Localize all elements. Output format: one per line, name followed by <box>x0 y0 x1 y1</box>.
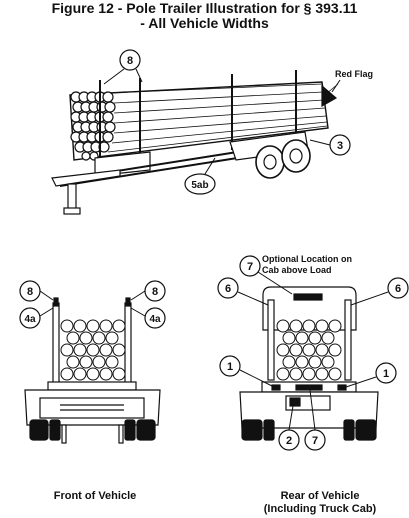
figure-subtitle: - All Vehicle Widths <box>140 15 269 31</box>
callout-5ab-label: 5ab <box>191 180 208 191</box>
rear-callout-7-top: 7 <box>247 261 253 273</box>
rear-view <box>239 286 379 441</box>
optional-location-line2: Cab above Load <box>262 265 332 275</box>
rear-callout-7-bottom: 7 <box>312 435 318 447</box>
rear-callouts: 7 Optional Location on Cab above Load 6 … <box>217 254 409 451</box>
rear-callout-2: 2 <box>286 435 292 447</box>
red-flag-label: Red Flag <box>335 69 373 79</box>
front-callouts: 8 4a 8 4a <box>19 280 166 329</box>
pole-ends <box>70 91 116 161</box>
optional-location-line1: Optional Location on <box>262 254 352 264</box>
rear-callout-6-left: 6 <box>225 283 231 295</box>
caption-front-of-vehicle: Front of Vehicle <box>53 490 137 502</box>
callout-5ab: 5ab <box>184 157 216 195</box>
rear-callout-1-right: 1 <box>383 368 389 380</box>
figure-title: Figure 12 - Pole Trailer Illustration fo… <box>51 0 358 16</box>
caption-rear-line1: Rear of Vehicle <box>280 490 360 502</box>
rear-callout-6-right: 6 <box>395 283 401 295</box>
callout-3-label: 3 <box>337 140 343 152</box>
front-callout-8-right: 8 <box>152 286 158 298</box>
trailer-3d-view <box>51 70 339 215</box>
callout-8-top-label: 8 <box>127 55 133 67</box>
front-view <box>24 297 161 444</box>
caption-rear-line2: (Including Truck Cab) <box>263 503 377 515</box>
front-callout-4a-left: 4a <box>24 314 36 325</box>
caption-rear-of-vehicle: Rear of Vehicle (Including Truck Cab) <box>230 490 409 516</box>
rear-callout-1-left: 1 <box>227 361 233 373</box>
callout-8-top: 8 <box>103 49 143 85</box>
front-callout-4a-right: 4a <box>149 314 161 325</box>
callout-3: 3 <box>309 134 351 156</box>
front-callout-8-left: 8 <box>27 286 33 298</box>
